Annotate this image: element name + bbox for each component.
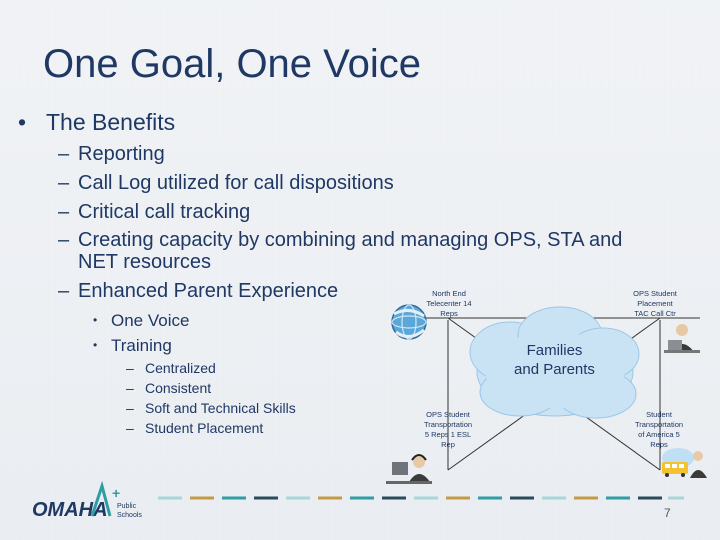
logo-a-mark: [90, 480, 112, 517]
sub-bullet: • One Voice: [18, 308, 668, 333]
list-item: – Call Log utilized for call disposition…: [18, 169, 668, 198]
bullet-mark: •: [18, 109, 27, 135]
slide-title: One Goal, One Voice: [43, 42, 422, 86]
list-item: – Enhanced Parent Experience: [18, 277, 668, 306]
list-item-text: Creating capacity by combining and manag…: [78, 229, 623, 273]
dash-mark: –: [58, 143, 70, 165]
dash-mark: –: [58, 172, 70, 194]
list-item: – Reporting: [18, 140, 668, 169]
logo-sub-2: Schools: [117, 512, 142, 519]
dash-mark: –: [126, 420, 134, 436]
training-item-text: Consistent: [145, 380, 212, 396]
cloud-center-label: Families and Parents: [514, 342, 595, 378]
training-item: – Centralized: [18, 358, 668, 378]
logo-sub-1: Public: [117, 503, 137, 510]
dash-mark: –: [126, 400, 134, 416]
training-item-text: Centralized: [145, 360, 216, 376]
person-at-computer-icon: [664, 324, 700, 353]
sub-bullet-text: One Voice: [111, 311, 190, 330]
cloud-fill: [485, 332, 625, 408]
training-item-text: Soft and Technical Skills: [145, 400, 296, 416]
sub-bullet: • Training: [18, 333, 668, 358]
list-item: – Critical call tracking: [18, 198, 668, 227]
node-label-ops-placement: OPS Student Placement TAC Call Ctr: [633, 289, 677, 318]
bullet-list: • The Benefits – Reporting – Call Log ut…: [18, 108, 668, 438]
logo-wordmark: OMAHA: [32, 499, 108, 521]
bullet-heading: • The Benefits: [18, 108, 668, 136]
bus-icon: [662, 448, 707, 478]
list-item-text: Critical call tracking: [78, 201, 251, 223]
training-item: – Soft and Technical Skills: [18, 398, 668, 418]
node-label-ops-transportation: OPS Student Transportation 5 Reps 1 ESL …: [423, 410, 473, 449]
logo-plus: +: [112, 485, 120, 501]
training-item: – Student Placement: [18, 418, 668, 438]
list-item: – Creating capacity by combining and man…: [18, 229, 638, 273]
bullet-mark: •: [93, 338, 98, 352]
dash-mark: –: [58, 229, 70, 251]
list-item-text: Enhanced Parent Experience: [78, 280, 339, 302]
headset-agent-icon: [386, 454, 432, 484]
dash-mark: –: [58, 280, 70, 302]
node-label-sta: Student Transportation of America 5 Reps: [634, 410, 684, 449]
bullet-mark: •: [93, 313, 98, 327]
list-item-text: Reporting: [78, 143, 165, 165]
ops-logo: OMAHA + Public Schools: [32, 480, 142, 521]
sub-bullet-text: Training: [111, 336, 172, 355]
bullet-heading-text: The Benefits: [46, 109, 176, 135]
training-item: – Consistent: [18, 378, 668, 398]
page-number: 7: [664, 506, 671, 520]
training-item-text: Student Placement: [145, 420, 264, 436]
node-label-north-end: North End Telecenter 14 Reps: [426, 289, 472, 318]
dash-mark: –: [126, 360, 134, 376]
globe-icon: [391, 304, 427, 340]
dash-mark: –: [58, 201, 70, 223]
dash-mark: –: [126, 380, 134, 396]
list-item-text: Call Log utilized for call dispositions: [78, 172, 394, 194]
